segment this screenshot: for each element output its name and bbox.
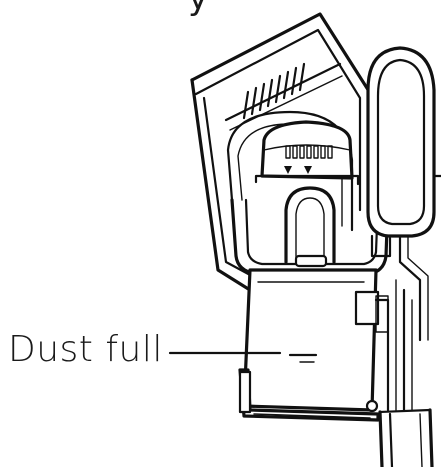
battery-grip [366,46,441,342]
dust-full-label: Dust full [8,329,163,370]
cropped-text-fragment: y [188,0,208,18]
dust-bin [238,268,413,422]
top-vent-slots [242,62,306,120]
lid-hinge [238,370,252,414]
release-button [294,254,328,268]
cyclone-vent-slots [285,145,333,159]
lower-wand [378,408,434,469]
arrow-down-icon [284,166,292,174]
lid-release-icon [365,399,379,413]
cyclone-unit [254,120,360,186]
arrow-down-icon [304,166,312,174]
upper-body [230,186,390,276]
bin-latch [354,290,380,326]
